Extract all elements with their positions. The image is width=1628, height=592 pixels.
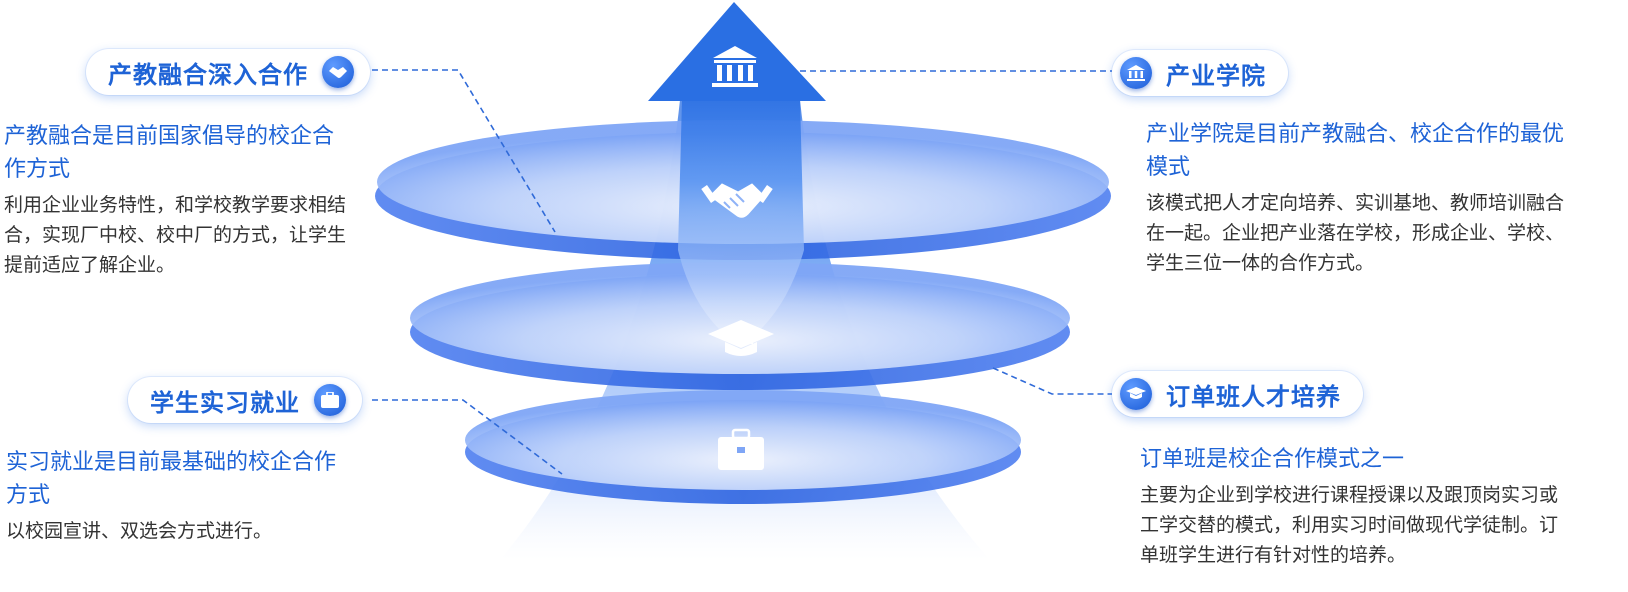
pill-label: 产教融合深入合作 [108, 60, 308, 89]
desc-industrial-college: 产业学院是目前产教融合、校企合作的最优模式 该模式把人才定向培养、实训基地、教师… [1146, 118, 1568, 278]
pill-label: 产业学院 [1166, 61, 1266, 90]
briefcase-icon [718, 428, 764, 470]
bank-icon [1120, 57, 1152, 89]
handshake-icon [701, 183, 773, 218]
pill-label: 学生实习就业 [150, 388, 300, 417]
pill-label: 订单班人才培养 [1166, 382, 1341, 411]
label-pill-order-class: 订单班人才培养 [1112, 371, 1363, 417]
desc-internship: 实习就业是目前最基础的校企合作方式 以校园宣讲、双选会方式进行。 [6, 446, 356, 546]
briefcase-icon [314, 384, 346, 416]
bank-icon [712, 46, 758, 87]
desc-industry-education: 产教融合是目前国家倡导的校企合作方式 利用企业业务特性，和学校教学要求相结合，实… [4, 120, 354, 280]
graduation-cap-icon [708, 320, 774, 356]
label-pill-industrial-college: 产业学院 [1112, 50, 1288, 96]
label-pill-industry-education: 产教融合深入合作 [86, 49, 370, 95]
desc-heading: 产教融合是目前国家倡导的校企合作方式 [4, 124, 335, 182]
handshake-icon [322, 56, 354, 88]
desc-order-class: 订单班是校企合作模式之一 主要为企业到学校进行课程授课以及跟顶岗实习或工学交替的… [1140, 443, 1568, 570]
connector-bottom-left [372, 399, 563, 475]
connector-top-left [372, 69, 556, 233]
desc-heading: 产业学院是目前产教融合、校企合作的最优模式 [1146, 122, 1565, 180]
desc-body: 以校园宣讲、双选会方式进行。 [6, 520, 273, 542]
graduation-cap-icon [1120, 378, 1152, 410]
desc-heading: 订单班是校企合作模式之一 [1140, 447, 1405, 472]
desc-body: 主要为企业到学校进行课程授课以及跟顶岗实习或工学交替的模式，利用实习时间做现代学… [1140, 484, 1559, 566]
desc-heading: 实习就业是目前最基础的校企合作方式 [6, 450, 337, 508]
connector-bottom-right [992, 367, 1112, 395]
desc-body: 该模式把人才定向培养、实训基地、教师培训融合在一起。企业把产业落在学校，形成企业… [1146, 192, 1565, 274]
desc-body: 利用企业业务特性，和学校教学要求相结合，实现厂中校、校中厂的方式，让学生提前适应… [4, 194, 347, 276]
label-pill-internship: 学生实习就业 [128, 377, 362, 423]
